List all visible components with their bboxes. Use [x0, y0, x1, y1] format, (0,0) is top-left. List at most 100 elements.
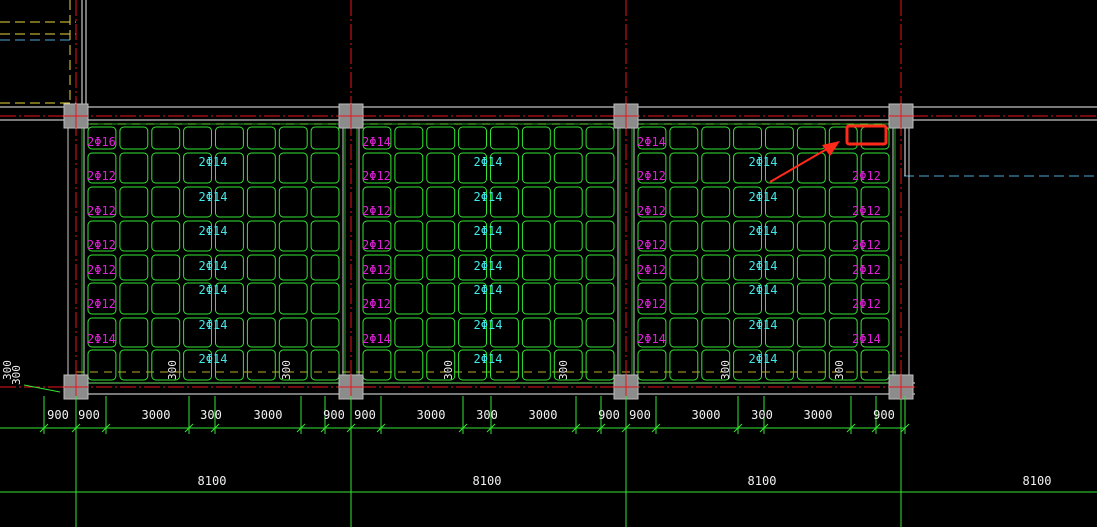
rebar-label-center: 2Φ14: [474, 283, 503, 297]
void-cell: [278, 126, 308, 150]
void-cell: [310, 220, 340, 252]
rebar-label-center: 2Φ14: [749, 352, 778, 366]
void-cell: [553, 349, 583, 381]
void-cell: [278, 282, 308, 315]
void-cell: [362, 220, 392, 252]
void-cell: [796, 317, 826, 348]
void-cell: [183, 254, 213, 281]
void-cell: [458, 349, 488, 381]
dimension-slash: [39, 423, 49, 433]
rebar-label-center: 2Φ14: [474, 190, 503, 204]
void-cell: [521, 186, 551, 218]
void-cell: [860, 282, 890, 315]
dimension-slash: [184, 423, 194, 433]
void-cell: [394, 317, 424, 348]
void-cell: [394, 152, 424, 184]
void-cell: [310, 349, 340, 381]
void-cell: [733, 349, 762, 381]
beam-vertical-outline: [67, 120, 85, 383]
void-cell: [87, 126, 117, 150]
void-cell: [246, 254, 276, 281]
dimension-slash: [621, 423, 631, 433]
void-cell: [183, 349, 213, 381]
void-cell: [490, 317, 519, 348]
void-cell: [669, 220, 699, 252]
rebar-label-left: 2Φ14: [637, 332, 666, 346]
beam-lines-layer: [0, 0, 1097, 395]
void-cell: [585, 126, 615, 150]
dimension-slash: [846, 423, 856, 433]
void-cell: [521, 282, 551, 315]
void-cell: [828, 126, 858, 150]
rebar-label-left: 2Φ12: [87, 263, 116, 277]
void-cell: [87, 152, 117, 184]
void-cell: [553, 126, 583, 150]
rebar-label-center: 2Φ14: [474, 318, 503, 332]
void-cell: [183, 282, 213, 315]
void-cell: [637, 282, 667, 315]
rebar-label-center: 2Φ14: [749, 259, 778, 273]
rebar-label-left: 2Φ14: [637, 135, 666, 149]
void-cell: [310, 317, 340, 348]
void-cell: [490, 282, 519, 315]
rebar-label-center: 2Φ14: [749, 318, 778, 332]
void-cell: [87, 282, 117, 315]
void-cell: [765, 126, 794, 150]
rebar-label-right: 2Φ12: [852, 169, 881, 183]
void-cell: [765, 254, 794, 281]
void-cell: [637, 349, 667, 381]
rebar-label-center: 2Φ14: [199, 155, 228, 169]
rebar-label-center: 2Φ14: [749, 190, 778, 204]
void-cell: [669, 152, 699, 184]
void-cell: [246, 317, 276, 348]
void-cell: [828, 186, 858, 218]
void-cell: [585, 186, 615, 218]
void-cell: [151, 126, 181, 150]
void-cell: [119, 126, 149, 150]
vertical-dimension-label: 300: [719, 360, 732, 380]
void-cell: [246, 349, 276, 381]
dimension-value: 300: [200, 408, 222, 422]
void-cell: [458, 282, 488, 315]
void-cell: [215, 220, 244, 252]
void-cell: [701, 254, 731, 281]
void-cell: [860, 349, 890, 381]
void-cell: [521, 349, 551, 381]
void-cell: [87, 254, 117, 281]
void-cell: [458, 317, 488, 348]
void-cell: [765, 220, 794, 252]
annotation-arrow-head: [822, 141, 840, 156]
void-cell: [796, 126, 826, 150]
column-crosshair: [889, 104, 913, 128]
dimension-value: 3000: [142, 408, 171, 422]
void-cell: [87, 349, 117, 381]
rebar-label-left: 2Φ12: [637, 238, 666, 252]
column-crosshair: [64, 375, 88, 399]
void-cell: [426, 349, 456, 381]
rebar-label-left: 2Φ12: [362, 263, 391, 277]
void-cell: [796, 220, 826, 252]
void-cell: [733, 220, 762, 252]
rebar-label-center: 2Φ14: [199, 352, 228, 366]
void-cell: [733, 152, 762, 184]
void-cell: [796, 254, 826, 281]
rebar-label-left: 2Φ12: [637, 263, 666, 277]
void-cell: [458, 220, 488, 252]
void-cell: [278, 254, 308, 281]
void-cell: [860, 186, 890, 218]
void-cell: [701, 282, 731, 315]
void-cell: [521, 220, 551, 252]
dimension-slash: [900, 423, 910, 433]
rebar-label-left: 2Φ12: [362, 204, 391, 218]
void-cell: [458, 254, 488, 281]
void-cell: [183, 317, 213, 348]
rebar-label-center: 2Φ14: [474, 259, 503, 273]
void-cell: [278, 317, 308, 348]
void-cell: [362, 254, 392, 281]
void-cell: [828, 282, 858, 315]
void-cell: [669, 186, 699, 218]
void-cell: [553, 254, 583, 281]
dimension-value: 900: [629, 408, 651, 422]
